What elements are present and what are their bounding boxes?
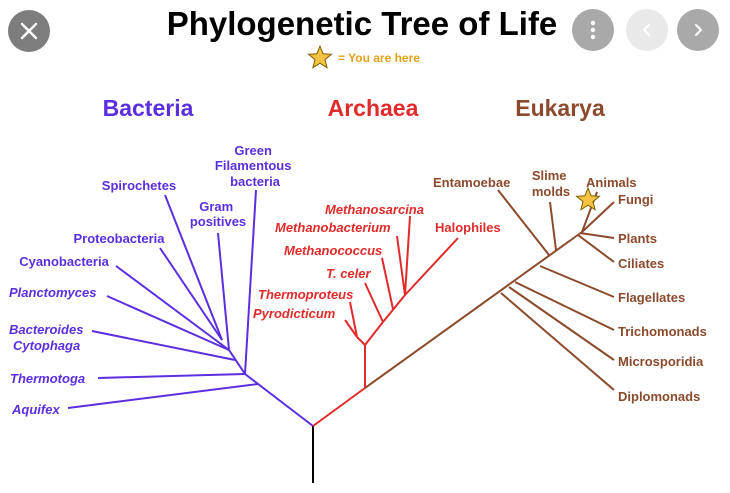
branch-planctomyces [106,295,230,351]
taxon-t-celer: T. celer [326,266,372,281]
taxon-spirochetes: Spirochetes [102,178,176,193]
taxon-methanococcus: Methanococcus [284,243,382,258]
branch-ciliates [577,234,615,263]
taxon-label-line: bacteria [230,174,281,189]
taxon-label-line: Filamentous [215,158,292,173]
branch-aquifex [67,383,259,409]
branch-t-celer [364,282,384,323]
page-title: Phylogenetic Tree of Life [167,5,558,42]
branch-spirochetes [164,194,223,341]
taxon-trichomonads: Trichomonads [618,324,707,339]
archaea-inner-3 [382,294,406,323]
taxon-label-line: molds [532,184,570,199]
branch-diplomonads [500,292,615,391]
branch-entamoebae [497,189,550,256]
taxon-label-line: Gram [199,199,233,214]
domain-archaea: Archaea [328,95,419,121]
taxon-label-line: Bacteroides [9,322,83,337]
next-button[interactable] [677,9,719,51]
star-icon [307,44,333,69]
you-are-here-star-icon [575,186,601,211]
taxon-plants: Plants [618,231,657,246]
taxon-proteobacteria: Proteobacteria [73,231,165,246]
taxon-aquifex: Aquifex [11,402,60,417]
taxon-methanosarcina: Methanosarcina [325,202,424,217]
chevron-right-icon [695,24,702,36]
taxon-thermoproteus: Thermoproteus [258,287,353,302]
branch-thermotoga [97,373,246,379]
taxon-planctomyces: Planctomyces [9,285,96,300]
taxon-flagellates: Flagellates [618,290,685,305]
branch-plants [579,232,615,239]
legend: = You are here [307,44,420,69]
taxon-pyrodicticum: Pyrodicticum [253,306,336,321]
branch-slime-molds [549,201,557,251]
taxon-green-filamentous: Green Filamentous bacteria [215,143,295,189]
eukarya-labels: Entamoebae Slime molds Animals Fungi Pla… [433,168,707,404]
bacteria-branches [67,189,314,427]
domain-eukarya: Eukarya [515,95,605,121]
taxon-bacteroides-cytophaga: Bacteroides Cytophaga [9,322,87,353]
bacteria-inner-stem [228,349,246,375]
taxon-fungi: Fungi [618,192,653,207]
chevron-left-icon [643,24,650,36]
taxon-label-line: positives [190,214,246,229]
taxon-gram-positives: Gram positives [190,199,246,229]
archaea-inner-1 [356,336,366,346]
archaea-branches [312,215,459,427]
legend-text: = You are here [338,51,420,65]
more-vertical-icon [590,20,596,40]
branch-thermoproteus [349,301,358,338]
eukarya-stem [364,231,583,389]
taxon-label-line: Green [234,143,272,158]
taxon-ciliates: Ciliates [618,256,664,271]
bacteria-labels: Green Filamentous bacteria Spirochetes G… [9,143,295,417]
branch-fungi [581,201,615,233]
eukarya-branches [364,189,615,391]
branch-flagellates [539,265,615,298]
previous-button[interactable] [626,9,668,51]
branch-methanobacterium [396,235,406,296]
branch-methanococcus [381,257,394,310]
branch-proteobacteria [159,247,223,341]
close-button[interactable] [8,10,50,52]
taxon-diplomonads: Diplomonads [618,389,700,404]
branch-cyanobacteria [115,265,230,351]
close-icon [20,22,38,40]
branch-halophiles [404,237,459,296]
branch-trichomonads [514,281,615,331]
branch-gram-positives [217,232,230,351]
taxon-label-line: Cytophaga [13,338,80,353]
taxon-halophiles: Halophiles [435,220,501,235]
taxon-cyanobacteria: Cyanobacteria [19,254,109,269]
archaea-labels: Methanosarcina Methanobacterium Halophil… [253,202,501,321]
archaea-inner-2 [364,321,384,346]
branch-pyrodicticum [344,319,358,338]
taxon-animals: Animals [586,175,637,190]
taxon-methanobacterium: Methanobacterium [275,220,391,235]
taxon-slime-molds: Slime molds [532,168,570,199]
branch-microsporidia [508,286,615,361]
bacteria-stem [244,373,314,427]
archaea-stem [312,387,366,427]
more-options-button[interactable] [572,9,614,51]
taxon-label-line: Slime [532,168,567,183]
branch-green-filamentous [244,189,257,375]
domain-bacteria: Bacteria [103,95,194,121]
taxon-thermotoga: Thermotoga [10,371,85,386]
taxon-entamoebae: Entamoebae [433,175,510,190]
branch-bacteroides [91,330,236,361]
taxon-microsporidia: Microsporidia [618,354,704,369]
branch-methanosarcina [404,215,411,296]
